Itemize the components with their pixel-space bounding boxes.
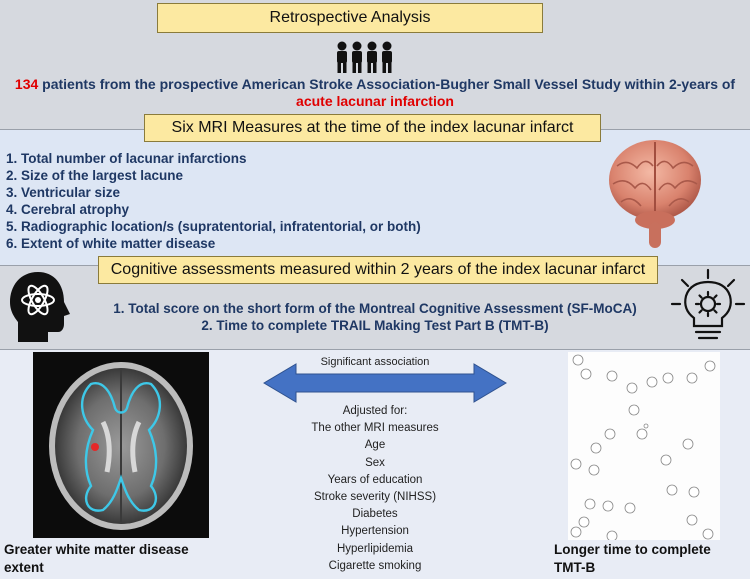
patient-count: 134 [14, 76, 39, 92]
double-arrow-icon [263, 363, 507, 403]
retrospective-analysis-title: Retrospective Analysis [157, 3, 543, 33]
mri-measures-title: Six MRI Measures at the time of the inde… [144, 114, 601, 142]
cognitive-assessments-list: 1. Total score on the short form of the … [0, 300, 750, 334]
caption-white-matter: Greater white matter disease extent [4, 541, 244, 577]
caption-right-line1: Longer time to complete [554, 542, 711, 557]
mri-measures-list: 1. Total number of lacunar infarctions 2… [6, 150, 421, 252]
adjusted-item: The other MRI measures [311, 422, 439, 435]
adjusted-item: Years of education [327, 473, 423, 486]
brain-icon [609, 140, 701, 248]
mri-item: 1. Total number of lacunar infarctions [6, 151, 247, 166]
adjusted-title: Adjusted for: [342, 405, 408, 417]
adjusted-item: Age [364, 439, 386, 452]
mri-item: 5. Radiographic location/s (supratentori… [6, 219, 421, 234]
head-atom-icon [10, 272, 70, 342]
adjusted-item: Cigarette smoking [328, 559, 422, 572]
patients-text-main: patients from the prospective American S… [38, 76, 736, 92]
cognitive-item: 1. Total score on the short form of the … [113, 301, 637, 316]
patients-text-red: acute lacunar infarction [296, 93, 454, 109]
caption-right-line2: TMT-B [554, 560, 596, 575]
people-group-icon [337, 41, 392, 73]
adjusted-item: Hypertension [341, 525, 409, 538]
mri-item: 2. Size of the largest lacune [6, 168, 184, 183]
adjusted-item: Sex [365, 456, 385, 469]
lightbulb-gear-icon [670, 268, 746, 340]
mri-item: 3. Ventricular size [6, 185, 121, 200]
mri-item: 6. Extent of white matter disease [6, 236, 216, 251]
trail-making-test-image [568, 352, 720, 540]
cognitive-item: 2. Time to complete TRAIL Making Test Pa… [201, 318, 549, 333]
adjusted-item: Hyperlipidemia [336, 542, 414, 555]
caption-tmt-time: Longer time to complete TMT-B [554, 541, 744, 577]
caption-left-line1: Greater white matter disease [4, 542, 189, 557]
caption-left-line2: extent [4, 560, 44, 575]
adjusted-covariates-list: Adjusted for: The other MRI measures Age… [290, 403, 460, 575]
cognitive-assessments-title: Cognitive assessments measured within 2 … [98, 256, 658, 284]
adjusted-item: Diabetes [352, 508, 398, 521]
mri-item: 4. Cerebral atrophy [6, 202, 130, 217]
adjusted-item: Stroke severity (NIHSS) [313, 491, 437, 504]
significant-association-label: Significant association [320, 356, 430, 368]
patients-description: 134 patients from the prospective Americ… [0, 76, 750, 110]
brain-mri-scan-image [33, 352, 209, 538]
